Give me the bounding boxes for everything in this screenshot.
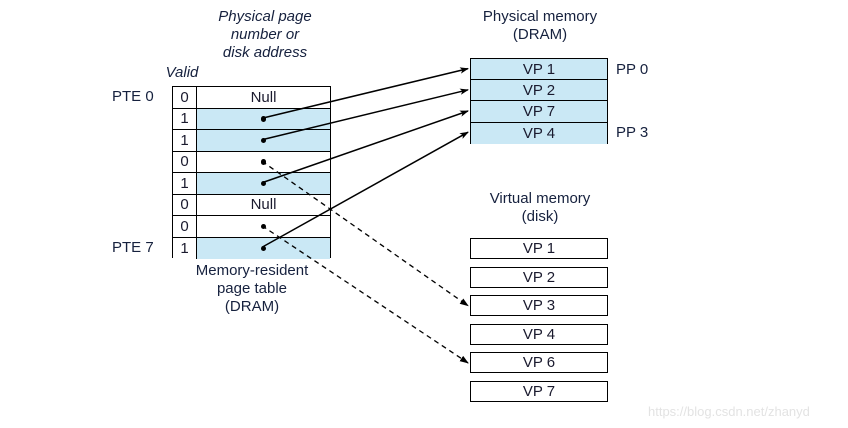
valid-column-label: Valid: [165, 64, 199, 81]
pte-valid-bit: 0: [173, 87, 197, 108]
pte-null-value: Null: [250, 88, 277, 106]
virtual-page-block: VP 4: [470, 323, 608, 345]
pointer-dot-icon: [260, 137, 267, 143]
pp-first-label: PP 0: [616, 61, 649, 78]
physical-page-frame: VP 7: [471, 101, 607, 123]
physical-page-frame: VP 4: [471, 122, 607, 144]
virtual-page-block: VP 1: [470, 238, 608, 259]
physical-page-frame: VP 1: [471, 59, 607, 81]
pte-valid-bit: 0: [173, 194, 197, 215]
pte-valid-bit: 0: [173, 151, 197, 172]
pointer-dot-icon: [260, 159, 267, 165]
pte-null-value: Null: [250, 196, 277, 214]
virtual-page-block: VP 6: [470, 352, 608, 374]
pte-valid-bit: 0: [173, 216, 197, 237]
virtual-memory-title: Virtual memory (disk): [489, 190, 591, 225]
pp-last-label: PP 3: [616, 124, 649, 141]
pte-valid-bit: 1: [173, 237, 197, 259]
pte-valid-bit: 1: [173, 130, 197, 151]
watermark: https://blog.csdn.net/zhanyd: [648, 404, 810, 419]
page-table-row: 0: [173, 151, 330, 173]
pte-pointer-value: [197, 237, 330, 259]
page-table-row: 0 Null: [173, 87, 330, 109]
pointer-dot-icon: [260, 245, 267, 251]
page-table-row: 1: [173, 108, 330, 130]
page-table-row: 0: [173, 216, 330, 238]
physical-memory-title: Physical memory (DRAM): [482, 8, 598, 43]
page-table-row: 1: [173, 173, 330, 195]
pte-valid-bit: 1: [173, 173, 197, 194]
pointer-dot-icon: [260, 223, 267, 229]
pte-first-label: PTE 0: [112, 88, 154, 105]
page-table-row: 1: [173, 130, 330, 152]
page-table-caption: Memory-resident page table (DRAM): [195, 262, 309, 315]
page-table-row: 0 Null: [173, 194, 330, 216]
pte-last-label: PTE 7: [112, 239, 154, 256]
physical-page-frame: VP 2: [471, 80, 607, 102]
virtual-page-block: VP 3: [470, 295, 608, 317]
pte-pointer-value: [197, 152, 330, 173]
pointer-dot-icon: [260, 116, 267, 122]
page-table-row: 1: [173, 237, 330, 259]
pte-valid-bit: 1: [173, 108, 197, 129]
pointer-dot-icon: [260, 180, 267, 186]
pte-pointer-value: [197, 108, 330, 129]
pte-pointer-value: [197, 130, 330, 151]
pte-pointer-value: [197, 216, 330, 237]
page-table-column-header: Physical page number or disk address: [218, 8, 312, 61]
virtual-page-block: VP 2: [470, 266, 608, 288]
pte-pointer-value: [197, 173, 330, 194]
virtual-page-block: VP 7: [470, 381, 608, 402]
